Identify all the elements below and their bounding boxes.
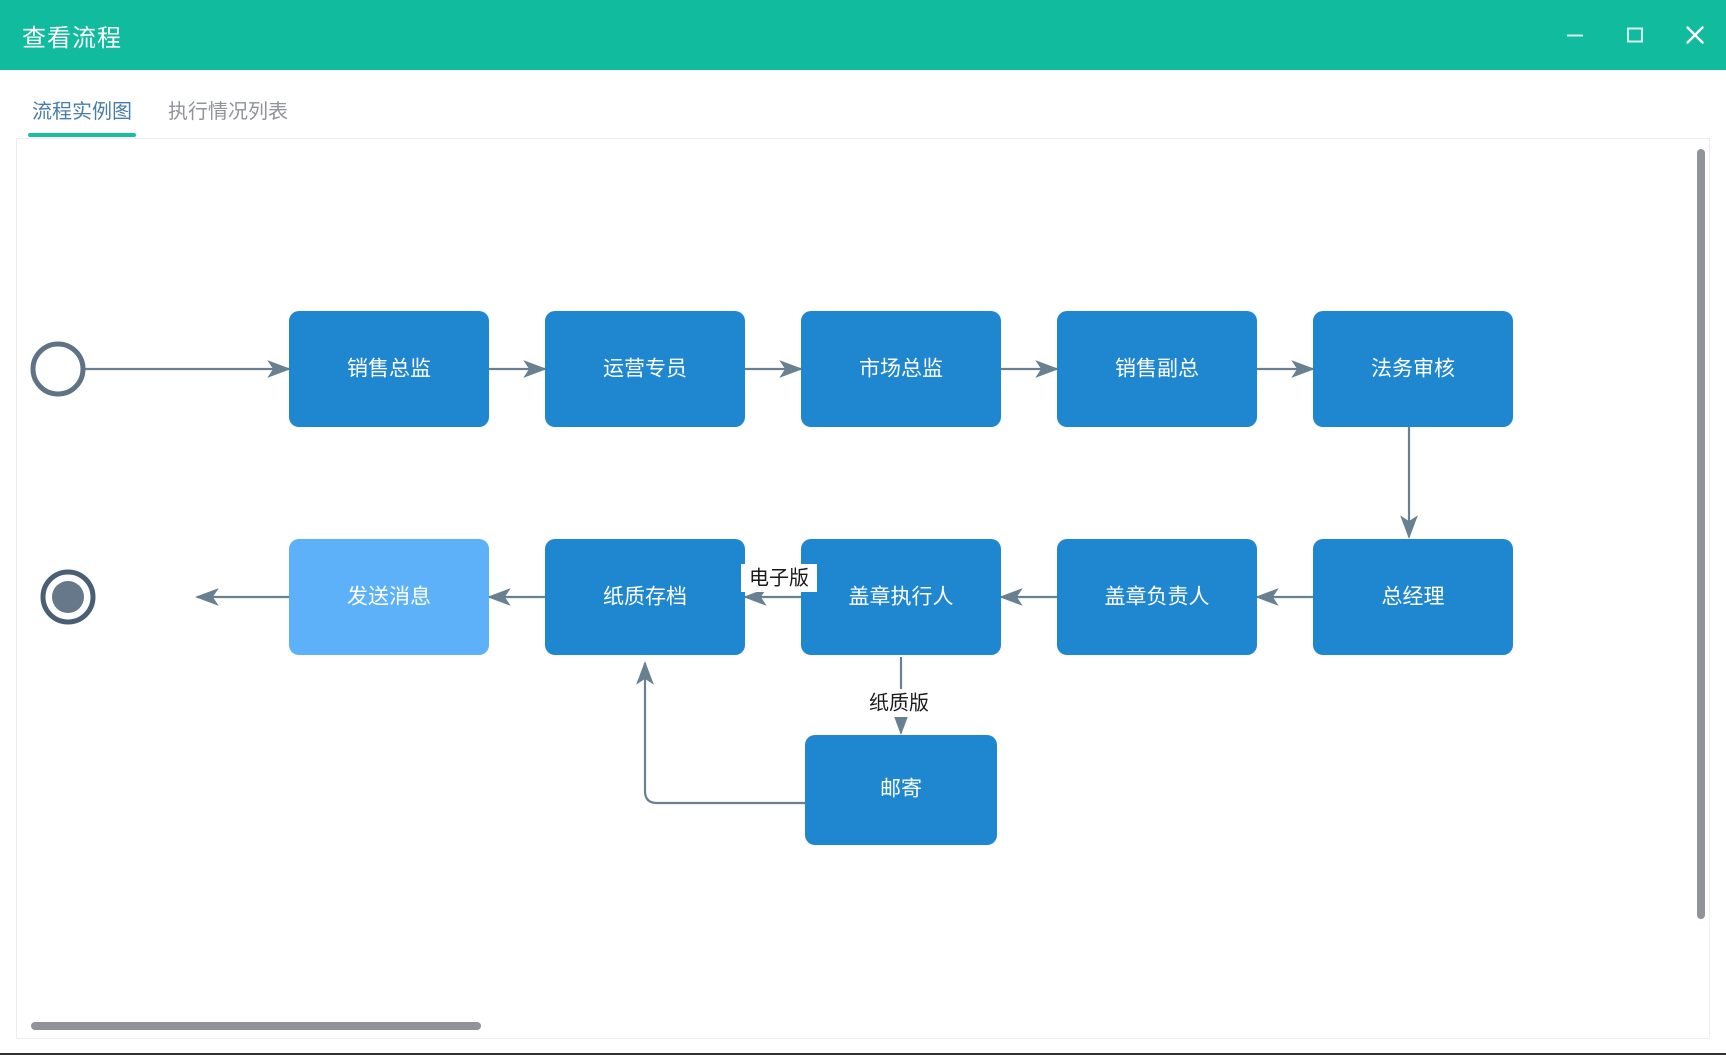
node-label: 发送消息: [347, 586, 431, 609]
tab-execution-list[interactable]: 执行情况列表: [150, 95, 306, 137]
node-n11[interactable]: 邮寄: [805, 735, 997, 845]
window-title: 查看流程: [22, 24, 122, 52]
node-label: 盖章执行人: [849, 586, 954, 609]
horizontal-scrollbar[interactable]: [31, 1022, 481, 1030]
node-label: 销售总监: [347, 358, 431, 381]
edge-label-paper: 纸质版: [861, 689, 937, 717]
node-n7[interactable]: 盖章负责人: [1057, 539, 1257, 655]
edge-label-text: 纸质版: [869, 691, 929, 714]
node-n2[interactable]: 运营专员: [545, 311, 745, 427]
maximize-icon: [1627, 27, 1643, 43]
node-label: 纸质存档: [603, 586, 687, 609]
node-n1[interactable]: 销售总监: [289, 311, 489, 427]
node-n6[interactable]: 总经理: [1313, 539, 1513, 655]
edge-label-text: 电子版: [749, 566, 809, 589]
tab-bar: 流程实例图 执行情况列表: [0, 70, 1726, 138]
maximize-button[interactable]: [1618, 18, 1652, 52]
node-n5[interactable]: 法务审核: [1313, 311, 1513, 427]
node-n8[interactable]: 盖章执行人: [801, 539, 1001, 655]
window-controls: [1558, 0, 1712, 70]
node-n10[interactable]: 发送消息: [289, 539, 489, 655]
tab-label: 流程实例图: [32, 101, 132, 123]
edge-label-electronic: 电子版: [741, 564, 817, 592]
edge-n11-to-n9: [636, 661, 805, 805]
tab-label: 执行情况列表: [168, 101, 288, 123]
node-label: 法务审核: [1371, 358, 1455, 381]
tab-process-instance-diagram[interactable]: 流程实例图: [14, 95, 150, 137]
window-bottom-edge: [0, 1053, 1726, 1055]
vertical-scrollbar[interactable]: [1697, 149, 1705, 919]
node-label: 市场总监: [859, 358, 943, 381]
close-icon: [1686, 26, 1704, 44]
minimize-button[interactable]: [1558, 18, 1592, 52]
node-label: 邮寄: [880, 778, 922, 801]
minimize-icon: [1567, 34, 1583, 37]
node-label: 销售副总: [1115, 358, 1199, 381]
diagram-canvas[interactable]: 销售总监 运营专员 市场总监 销售副总 法务审核 总经理: [16, 138, 1710, 1039]
node-n4[interactable]: 销售副总: [1057, 311, 1257, 427]
title-bar: 查看流程: [0, 0, 1726, 70]
process-flow-diagram: 销售总监 运营专员 市场总监 销售副总 法务审核 总经理: [30, 311, 1513, 845]
node-label: 盖章负责人: [1105, 586, 1210, 609]
node-label: 总经理: [1382, 586, 1445, 609]
node-n3[interactable]: 市场总监: [801, 311, 1001, 427]
node-label: 运营专员: [603, 358, 687, 381]
close-button[interactable]: [1678, 18, 1712, 52]
node-n9[interactable]: 纸质存档: [545, 539, 745, 655]
start-event-node[interactable]: [30, 341, 86, 397]
end-event-inner: [52, 581, 84, 613]
